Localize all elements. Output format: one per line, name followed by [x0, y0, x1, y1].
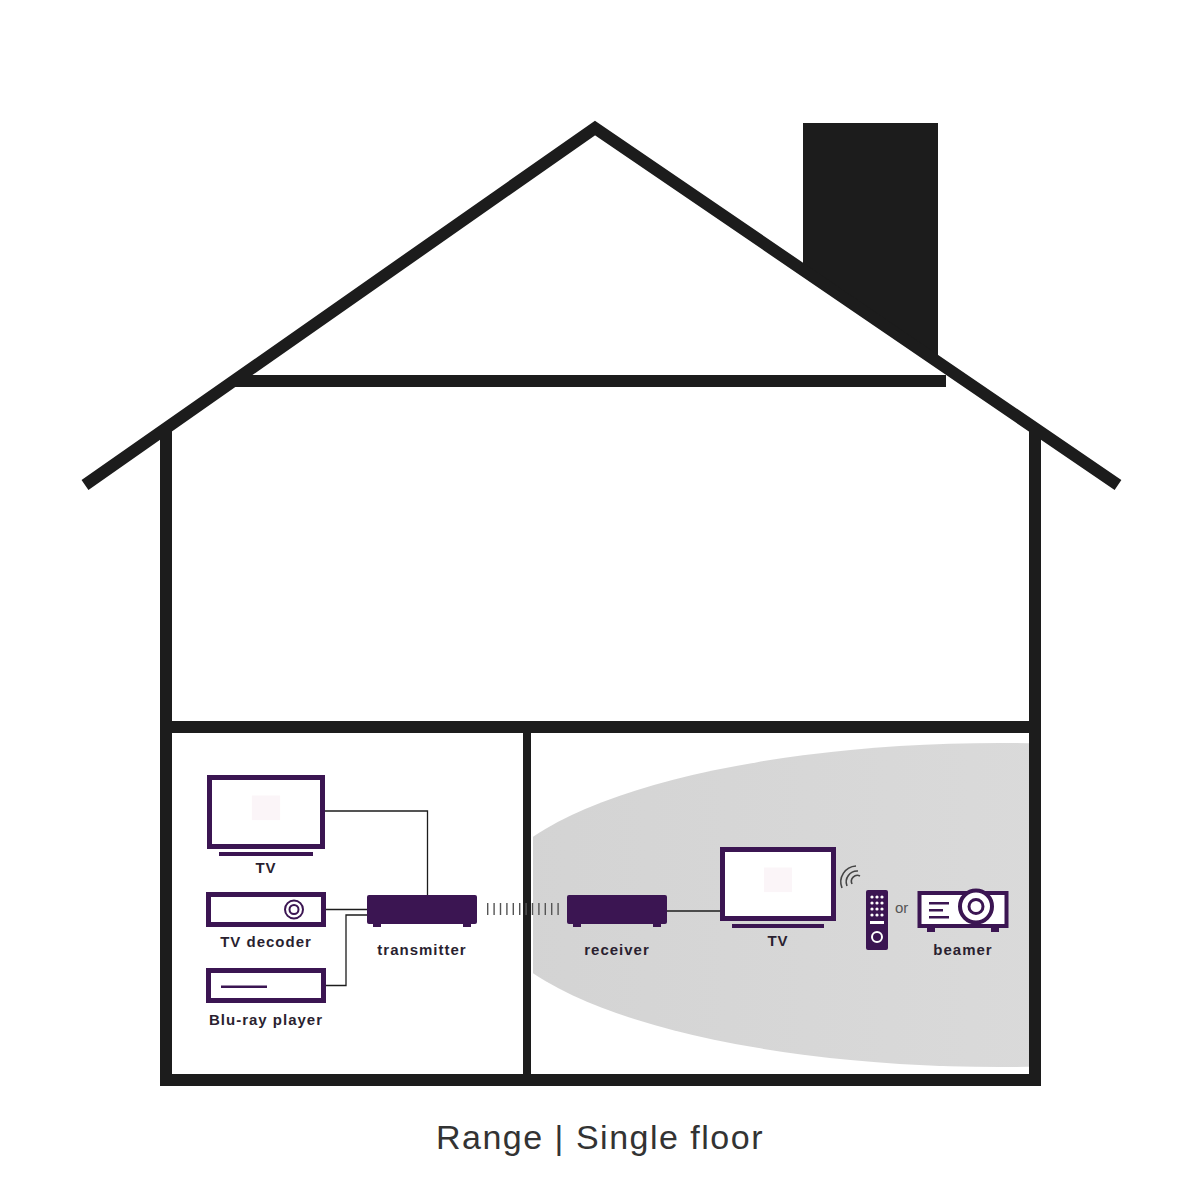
device-label: TV — [765, 932, 790, 950]
tv-icon — [720, 847, 836, 929]
room-divider — [523, 727, 531, 1080]
box-icon — [567, 895, 667, 927]
device-label: Blu-ray player — [207, 1011, 325, 1029]
caption: Range | Single floor — [0, 1117, 1200, 1157]
device-node: TV — [720, 847, 836, 950]
cable — [325, 811, 428, 895]
device-node: receiver — [567, 895, 667, 959]
device-node: TV decoder — [206, 892, 326, 951]
remote-control — [866, 890, 888, 950]
cable — [326, 915, 367, 986]
wireless-signal — [487, 903, 561, 915]
device-node: Blu-ray player — [206, 968, 326, 1029]
ground-floor — [160, 1074, 1041, 1086]
device-label: transmitter — [375, 941, 468, 959]
box-icon — [367, 895, 477, 927]
roof — [85, 128, 1118, 485]
beamer-icon — [917, 885, 1009, 932]
left-wall — [160, 428, 172, 1086]
cable — [667, 910, 720, 911]
device-node: TV — [207, 775, 325, 877]
device-label: TV — [253, 859, 278, 877]
floor-line — [166, 721, 1035, 733]
cable — [326, 909, 367, 910]
device-label: TV decoder — [218, 933, 314, 951]
decoder-icon — [206, 892, 326, 927]
device-node: beamer — [917, 885, 1009, 959]
tv-icon — [207, 775, 325, 857]
chimney — [803, 123, 938, 362]
device-label: receiver — [582, 941, 652, 959]
range-area — [533, 743, 1029, 1067]
device-label: beamer — [931, 941, 994, 959]
right-wall — [1029, 428, 1041, 1086]
ceiling — [232, 375, 946, 387]
device-node: transmitter — [367, 895, 477, 959]
remote-signal — [841, 866, 860, 888]
or-label: or — [895, 899, 908, 917]
bluray-icon — [206, 968, 326, 1003]
